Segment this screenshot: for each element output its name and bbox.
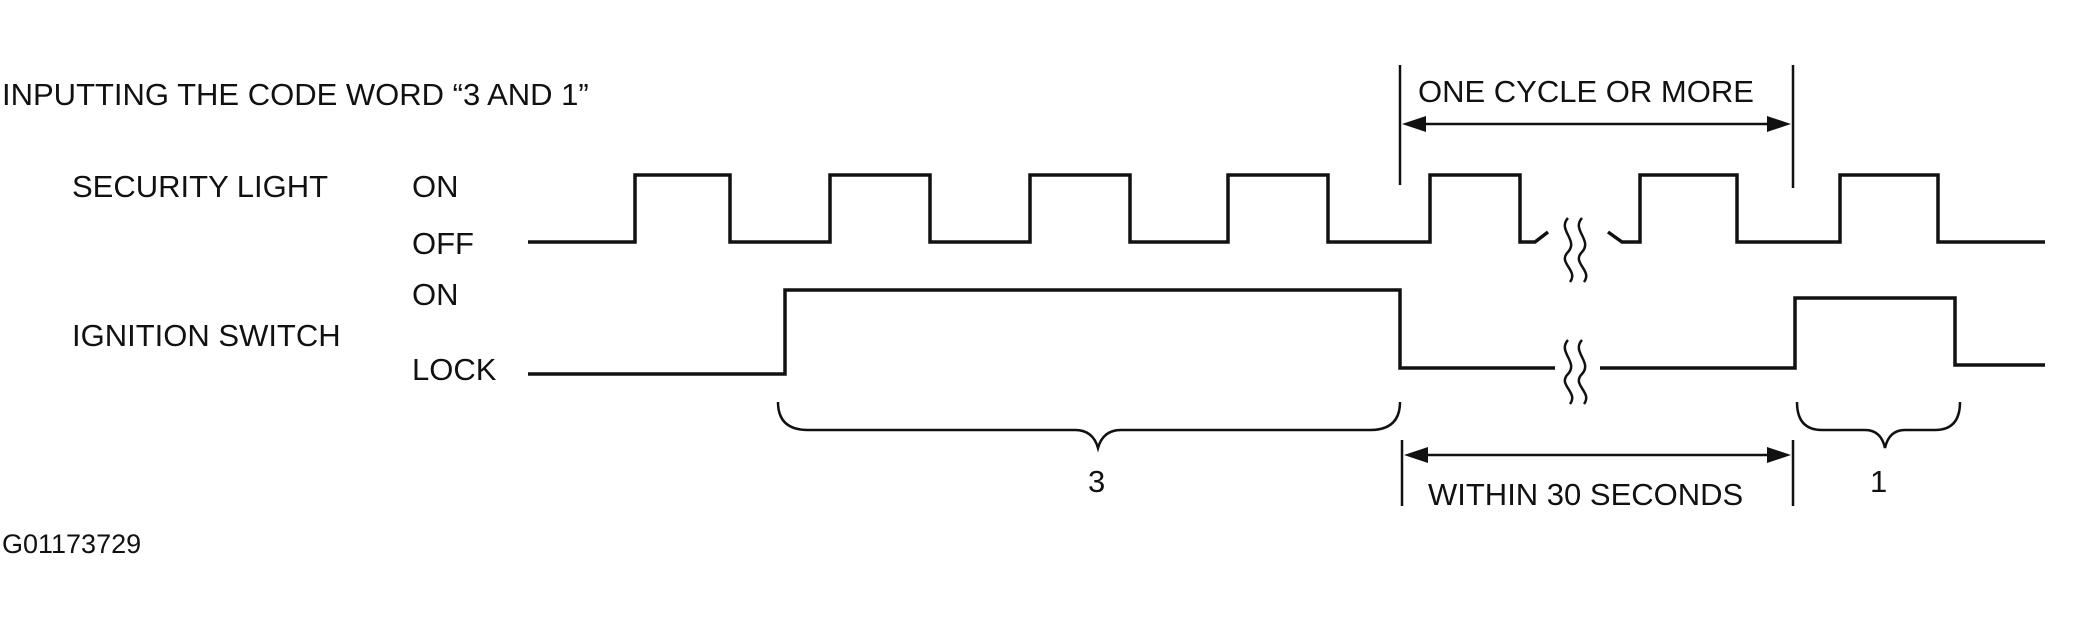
waveform-break-icon [1563,339,1588,405]
ignition-switch-waveform [528,288,2045,405]
security-light-label: SECURITY LIGHT [72,169,328,204]
waveform-break-icon [1563,217,1588,283]
figure-id: G01173729 [2,529,141,559]
within-30-seconds-label: WITHIN 30 SECONDS [1428,477,1743,512]
count-3-label: 3 [1088,464,1105,499]
security-light-on-label: ON [412,169,459,204]
security-light-off-label: OFF [412,226,474,261]
brace-1 [1795,401,1962,449]
ignition-switch-lock-label: LOCK [412,352,497,387]
diagram-title: INPUTTING THE CODE WORD “3 AND 1” [2,77,589,112]
ignition-switch-on-label: ON [412,277,459,312]
within-30-seconds-dimension [1400,440,1795,506]
one-cycle-label: ONE CYCLE OR MORE [1418,74,1754,109]
security-light-waveform [528,173,2045,283]
count-1-label: 1 [1870,464,1887,499]
one-cycle-dimension [1398,65,1795,188]
brace-3 [776,401,1402,453]
ignition-switch-label: IGNITION SWITCH [72,318,341,353]
